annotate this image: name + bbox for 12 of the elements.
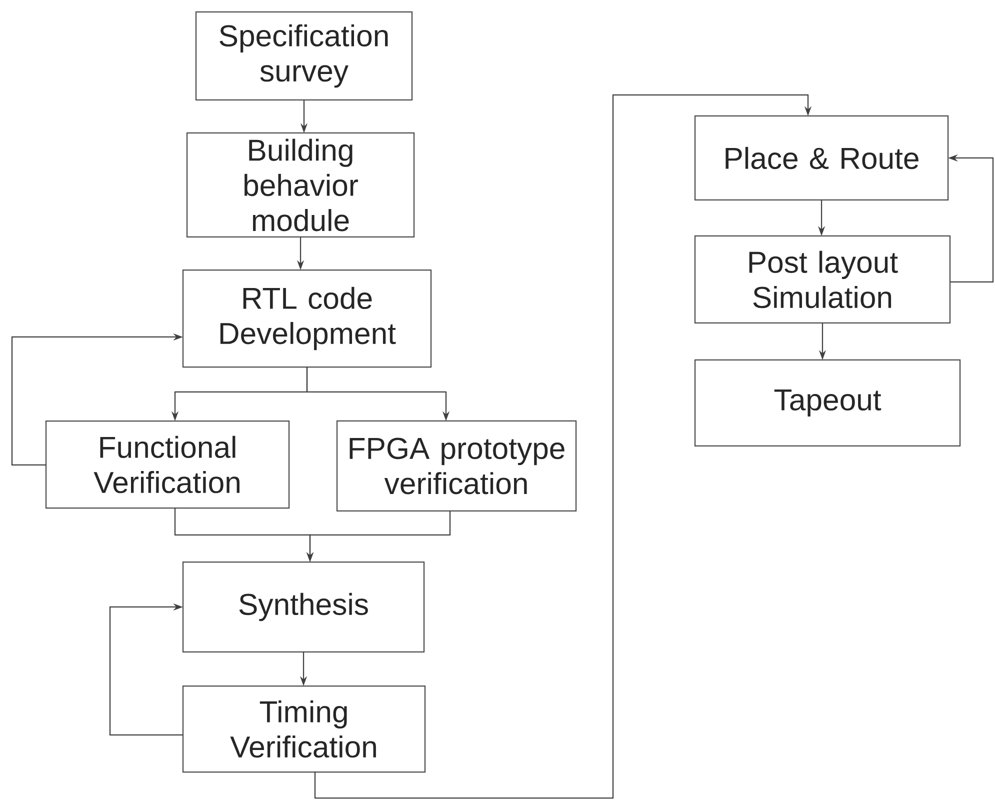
process-box: Tapeout — [694, 359, 961, 447]
arrow — [109, 603, 183, 736]
arrow — [314, 94, 812, 799]
process-box: Functional Verification — [45, 420, 290, 509]
process-box: Place & Route — [694, 115, 949, 201]
process-box: RTL code Development — [182, 269, 432, 368]
process-box: Post layout Simulation — [694, 235, 951, 324]
process-box: Specification survey — [195, 11, 413, 101]
process-box: Timing Verification — [182, 685, 426, 773]
process-box: FPGA prototype verification — [336, 420, 577, 512]
process-box: Building behavior module — [186, 132, 415, 238]
process-box: Synthesis — [182, 561, 425, 653]
